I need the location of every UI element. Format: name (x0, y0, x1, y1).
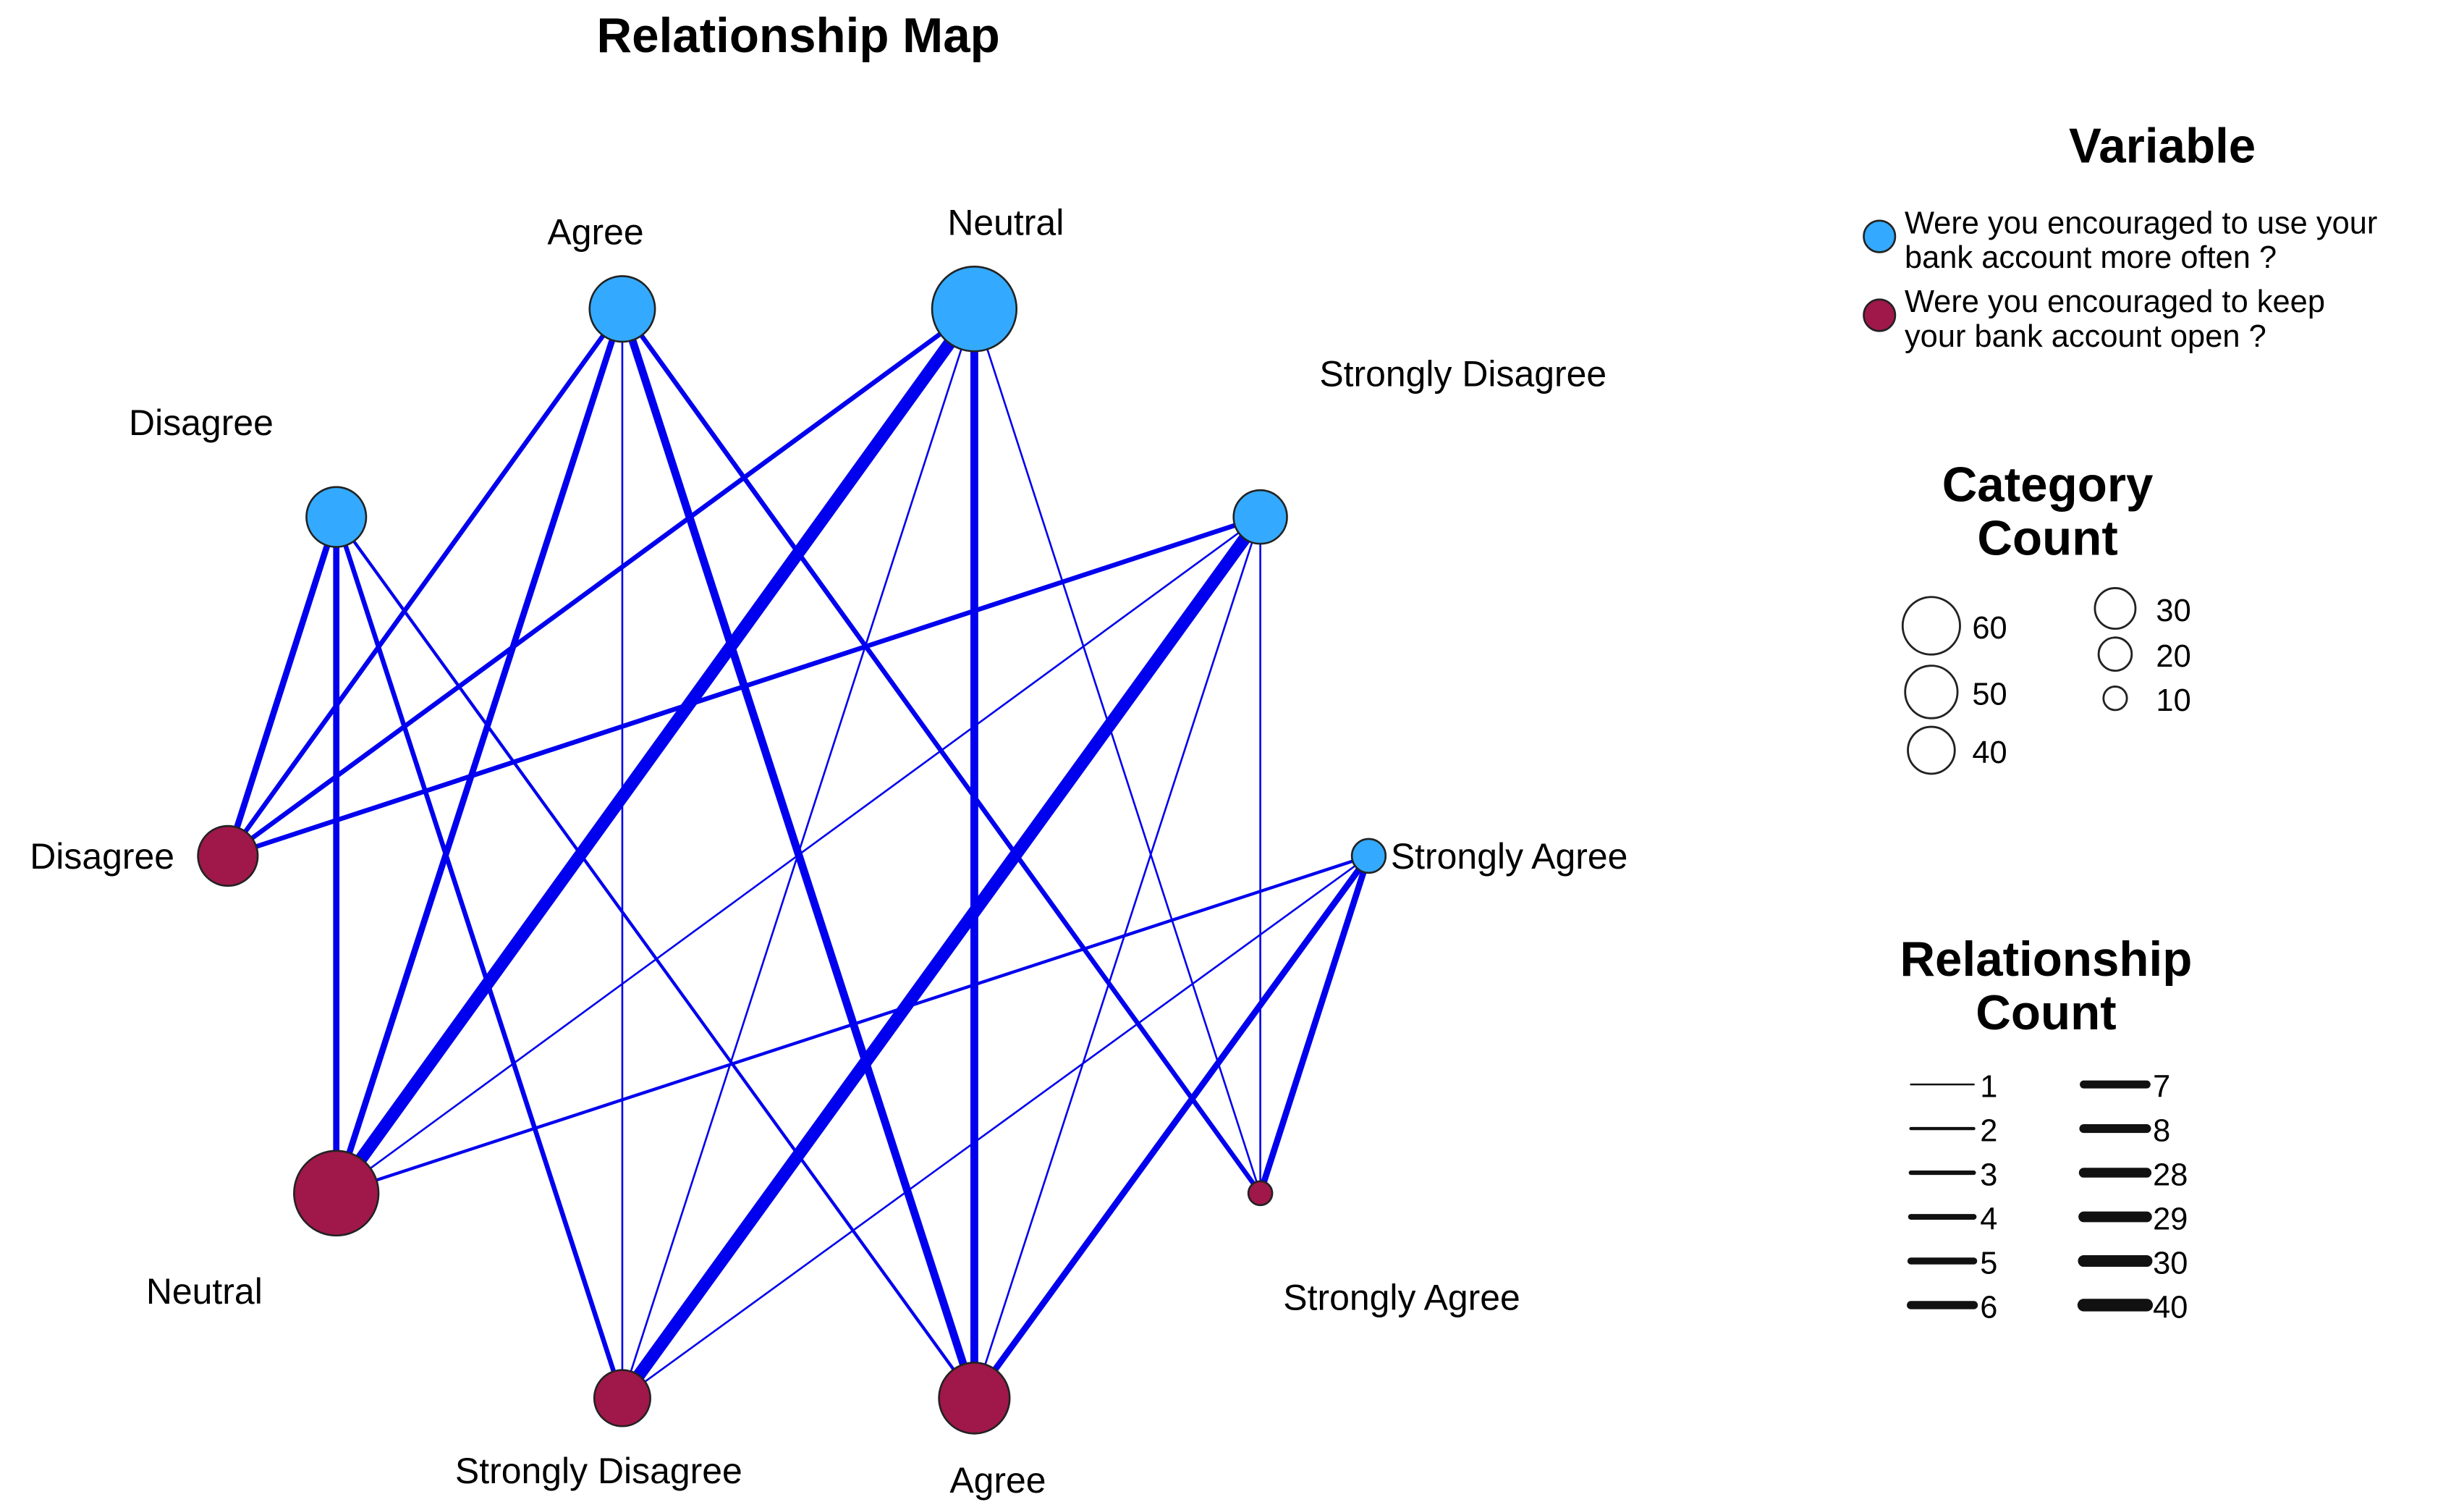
legend-relationship-value: 6 (1980, 1290, 1997, 1325)
edge-u_neutral-k_neutral (331, 305, 980, 1197)
edge-u_agree-k_disagree (226, 307, 625, 858)
node-label-k_disagree: Disagree (30, 836, 174, 877)
legend-relationship-value: 1 (1980, 1069, 1997, 1104)
legend-category-circle (1901, 596, 1961, 656)
legend-relationship-value: 5 (1980, 1246, 1997, 1281)
edge-u_disagree-k_disagree (224, 515, 339, 857)
legend-relationship-value: 3 (1980, 1157, 1997, 1192)
node-k_sdis (593, 1369, 651, 1427)
legend-category-sizes: 60 50 40 30 20 10 (1901, 587, 2191, 775)
node-label-k_sdis: Strongly Disagree (455, 1451, 742, 1491)
node-k_neutral (293, 1150, 380, 1237)
legend: Variable Were you encouraged to use your… (1863, 119, 2377, 1325)
node-label-u_agree: Agree (547, 211, 643, 252)
legend-relationship-value: 30 (2153, 1246, 2188, 1281)
legend-category-value: 20 (2156, 639, 2190, 674)
node-u_agree (588, 275, 656, 343)
nodes-layer (197, 265, 1387, 1435)
edge-u_disagree-k_agree (334, 515, 976, 1399)
legend-category-circle (1907, 725, 1956, 775)
legend-category-circle (2097, 636, 2133, 672)
legend-swatch-use (1863, 219, 1897, 253)
edge-u_sagree-k_sdis (622, 855, 1370, 1399)
node-label-k_agree: Agree (949, 1460, 1046, 1501)
edge-u_neutral-k_sdis (621, 308, 975, 1399)
edge-u_sagree-k_agree (971, 853, 1371, 1401)
legend-relationship-value: 4 (1980, 1202, 1997, 1236)
legend-variable-label-keep: your bank account open ? (1905, 319, 2266, 354)
node-u_sdis (1232, 489, 1288, 545)
node-label-k_neutral: Neutral (146, 1271, 263, 1312)
edge-u_sdis-k_disagree (226, 515, 1261, 859)
legend-relationship-value: 8 (2153, 1113, 2170, 1148)
legend-variable-title: Variable (2069, 119, 2256, 173)
node-label-u_neutral: Neutral (947, 202, 1064, 242)
node-u_neutral (931, 265, 1018, 353)
legend-relationship-title-line: Count (1976, 986, 2116, 1040)
node-label-u_sdis: Strongly Disagree (1319, 353, 1606, 394)
node-label-u_sagree: Strongly Agree (1391, 836, 1628, 877)
edge-u_neutral-k_sagree (973, 308, 1261, 1194)
edge-u_sdis-k_neutral (335, 516, 1261, 1194)
edge-u_sagree-k_neutral (336, 854, 1370, 1195)
node-k_sagree (1247, 1180, 1274, 1207)
legend-category-value: 50 (1972, 677, 2007, 712)
legend-category-value: 30 (2156, 594, 2190, 628)
legend-relationship-value: 2 (1980, 1113, 1997, 1148)
legend-category-title-line: Count (1977, 511, 2117, 565)
edge-u_sdis-k_agree (973, 516, 1261, 1399)
legend-variable-label-use: bank account more often ? (1905, 240, 2277, 275)
node-k_disagree (197, 824, 259, 887)
legend-relationship-sizes: 1 2 3 4 5 6 7 8 28 29 30 40 (1907, 1069, 2188, 1325)
legend-category-circle (2093, 587, 2137, 630)
legend-relationship-value: 7 (2153, 1069, 2170, 1104)
legend-category-value: 60 (1972, 611, 2007, 646)
legend-relationship-value: 29 (2153, 1202, 2188, 1236)
legend-swatch-keep (1863, 298, 1897, 332)
legend-category-title-line: Category (1942, 457, 2154, 512)
legend-variable-label-keep: Were you encouraged to keep (1905, 284, 2325, 319)
edge-u_sdis-k_sdis (617, 513, 1266, 1402)
chart-title: Relationship Map (597, 9, 1000, 63)
edge-u_neutral-k_disagree (226, 307, 976, 859)
node-u_disagree (305, 486, 368, 548)
legend-relationship-title-line: Relationship (1900, 932, 2192, 987)
legend-relationship-value: 28 (2153, 1157, 2188, 1192)
edge-u_disagree-k_sdis (334, 516, 625, 1399)
edge-u_agree-k_neutral (333, 308, 626, 1194)
node-label-u_disagree: Disagree (129, 402, 274, 443)
node-u_sagree (1350, 838, 1387, 874)
legend-relationship-value: 40 (2153, 1290, 2188, 1325)
legend-category-value: 40 (1972, 735, 2007, 770)
node-k_agree (938, 1362, 1011, 1435)
node-label-k_sagree: Strongly Agree (1283, 1277, 1520, 1317)
legend-variable-label-use: Were you encouraged to use your (1905, 206, 2377, 240)
legend-category-circle (1904, 665, 1959, 720)
edge-u_sagree-k_sagree (1257, 855, 1372, 1194)
legend-category-value: 10 (2156, 683, 2190, 718)
legend-category-circle (2102, 685, 2128, 712)
edges-layer (224, 305, 1372, 1402)
